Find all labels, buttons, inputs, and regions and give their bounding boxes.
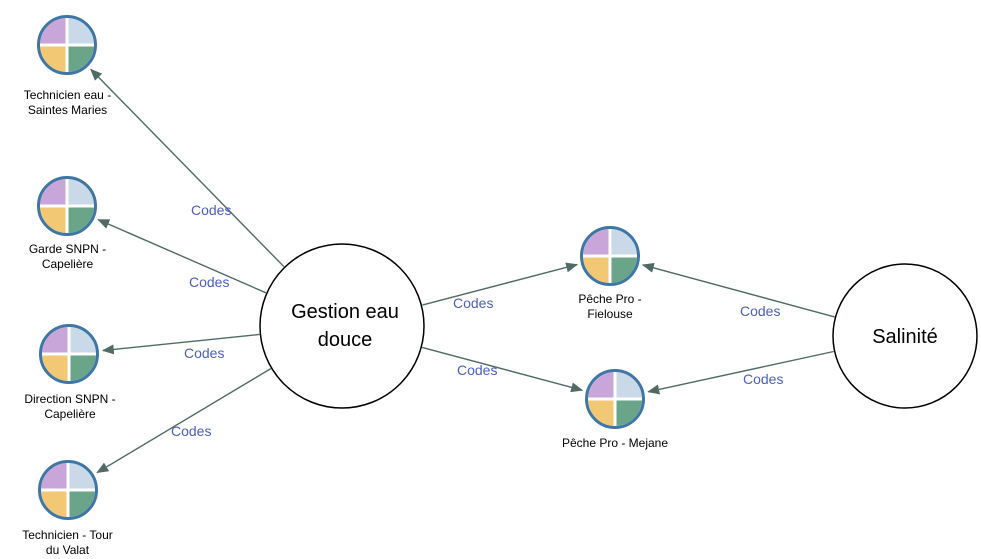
icon-quadrant — [583, 256, 610, 283]
icon-ring — [585, 369, 645, 429]
node-label-garde-snpn: Garde SNPN - Capelière — [0, 242, 135, 272]
edge-label: Codes — [457, 362, 498, 378]
node-label-line: Fielouse — [587, 307, 633, 321]
edge-arrow — [90, 68, 285, 268]
node-circle-salinite — [832, 263, 978, 409]
edge-arrow — [647, 350, 834, 395]
icon-quadrant — [41, 463, 68, 490]
edge-label: Codes — [453, 295, 494, 311]
icon-quadrant — [588, 372, 615, 399]
node-label-line: Saintes Maries — [27, 103, 108, 117]
icon-quadrant — [615, 399, 642, 426]
person-quadrant-icon — [37, 176, 97, 236]
edge-label: Codes — [189, 274, 230, 290]
icon-ring — [580, 226, 640, 286]
icon-quadrant — [40, 206, 67, 233]
icon-quadrant — [67, 179, 94, 206]
edge-arrow — [101, 333, 260, 355]
icon-quadrant — [67, 18, 94, 45]
icon-quadrant — [615, 372, 642, 399]
icon-ring — [37, 15, 97, 75]
icon-quadrant — [41, 490, 68, 517]
node-label-direction-snpn: Direction SNPN - Capelière — [0, 392, 140, 422]
icon-quadrant — [42, 327, 69, 354]
edge-arrow — [422, 346, 584, 393]
icon-quadrant — [42, 354, 69, 381]
edge-arrow — [641, 262, 835, 318]
node-label-line: Salinité — [872, 326, 938, 348]
icon-quadrant — [588, 399, 615, 426]
node-label-salinite: Salinité — [840, 323, 970, 351]
node-label-line: Technicien eau - — [23, 88, 112, 102]
edge-arrow — [422, 262, 579, 306]
person-quadrant-icon — [39, 324, 99, 384]
node-label-technicien-tour: Technicien - Tour du Valat — [0, 528, 135, 558]
big-nodes-layer — [259, 243, 978, 409]
node-label-line: douce — [317, 329, 373, 351]
edge-label: Codes — [184, 345, 225, 361]
node-label-line: Direction SNPN - — [24, 392, 116, 406]
node-label-line: Pêche Pro - Mejane — [561, 436, 669, 450]
icon-quadrant — [40, 179, 67, 206]
icon-quadrant — [40, 45, 67, 72]
icon-quadrant — [67, 45, 94, 72]
node-label-line: Pêche Pro - — [578, 292, 642, 306]
icon-quadrant — [40, 18, 67, 45]
icon-quadrant — [69, 354, 96, 381]
node-label-peche-fielouse: Pêche Pro - Fielouse — [555, 292, 665, 322]
icon-ring — [38, 460, 98, 520]
edge-arrow — [96, 368, 272, 474]
person-quadrant-icon — [37, 15, 97, 75]
node-label-line: Capelière — [41, 257, 94, 271]
edge-label: Codes — [171, 423, 212, 439]
node-label-gestion-eau-douce: Gestion eau douce — [265, 298, 425, 354]
node-label-line: Garde SNPN - — [28, 242, 107, 256]
icon-ring — [39, 324, 99, 384]
node-label-line: Gestion eau — [291, 301, 399, 323]
icon-quadrant — [67, 206, 94, 233]
node-label-line: Technicien - Tour — [22, 528, 113, 542]
edges-layer — [90, 68, 835, 474]
node-label-peche-mejane: Pêche Pro - Mejane — [545, 436, 685, 451]
edge-label: Codes — [191, 202, 232, 218]
icon-quadrant — [68, 490, 95, 517]
edge-label: Codes — [743, 371, 784, 387]
person-quadrant-icon — [38, 460, 98, 520]
person-quadrant-icon — [585, 369, 645, 429]
edge-arrow — [97, 218, 267, 294]
node-circle-gestion-eau-douce — [259, 243, 425, 409]
icon-quadrant — [68, 463, 95, 490]
icon-quadrant — [583, 229, 610, 256]
person-quadrant-icon — [580, 226, 640, 286]
icons-layer — [37, 15, 645, 520]
icon-quadrant — [610, 229, 637, 256]
icon-quadrant — [69, 327, 96, 354]
node-label-line: Capelière — [44, 407, 96, 421]
node-label-line: du Valat — [45, 543, 90, 557]
icon-quadrant — [610, 256, 637, 283]
edge-label: Codes — [740, 303, 781, 319]
icon-ring — [37, 176, 97, 236]
node-label-technicien-eau: Technicien eau - Saintes Maries — [0, 88, 135, 118]
